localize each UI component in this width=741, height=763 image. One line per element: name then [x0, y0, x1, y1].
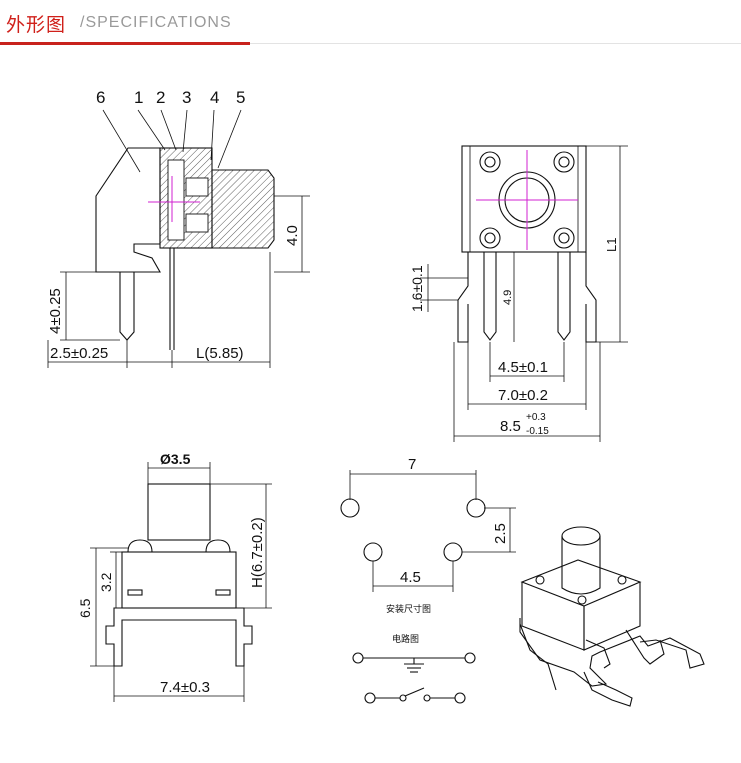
part-label-4: 4	[210, 88, 219, 107]
iso-nub-1	[535, 575, 545, 585]
front-dim-8-5-base: 8.5	[500, 418, 521, 435]
front-lead-rr	[585, 252, 597, 343]
circuit2-terminal-r	[454, 692, 466, 704]
side-view: 6 1 2 3 4 5 4.0 4	[47, 88, 310, 368]
front-dim-4-5: 4.5±0.1	[498, 359, 548, 376]
elev-plunger	[147, 483, 211, 541]
part-label-3: 3	[182, 88, 191, 107]
elev-dim-width: 7.4±0.3	[160, 679, 210, 696]
front-lead-ir	[557, 252, 571, 341]
front-lead-ll	[457, 252, 469, 343]
iso-nub-2	[617, 575, 627, 585]
iso-body-top	[520, 559, 642, 607]
iso-nub-3	[577, 595, 587, 605]
elev-body	[121, 551, 237, 609]
side-bracket	[95, 147, 161, 273]
circuit2-contact-r	[423, 694, 431, 702]
elev-bracket	[105, 607, 253, 667]
part-label-5: 5	[236, 88, 245, 107]
front-nub-tr-inner	[558, 156, 570, 168]
side-plunger-slot2	[185, 213, 209, 233]
side-body-inner	[167, 159, 185, 241]
fp-dim-7: 7	[408, 456, 416, 473]
iso-plunger	[561, 536, 601, 595]
front-lead-il	[483, 252, 497, 341]
elevation-view: Ø3.5 H(6.7±0.2) 3.2 6.5 7.4±0.3	[77, 451, 272, 702]
iso-plunger-top	[561, 526, 601, 546]
circuit-terminal-r	[464, 652, 476, 664]
leader-3	[182, 109, 188, 153]
front-nub-bl-inner	[484, 232, 496, 244]
front-nub-br	[553, 227, 575, 249]
header-title-en: /SPECIFICATIONS	[80, 14, 232, 31]
iso-body-right	[583, 582, 641, 651]
front-dim-8-5-lower: -0.15	[526, 426, 549, 437]
side-dim-height: 4.0	[284, 225, 301, 246]
leader-5	[217, 109, 242, 169]
side-dim-pin-offset: 2.5±0.25	[50, 345, 108, 362]
front-nub-tl-inner	[484, 156, 496, 168]
isometric-view	[519, 526, 705, 707]
fp-caption-circuit: 电路图	[392, 633, 419, 644]
leader-6	[102, 109, 141, 173]
elev-nub-right	[205, 539, 231, 553]
front-dim-7-0: 7.0±0.2	[498, 387, 548, 404]
leader-2	[160, 109, 177, 151]
front-dim-4-9: 4.9	[502, 290, 514, 305]
side-dim-L: L(5.85)	[196, 345, 244, 362]
front-nub-bl	[479, 227, 501, 249]
iso-lead-right	[625, 629, 665, 665]
fp-dim-2-5: 2.5	[492, 523, 509, 544]
front-view: L1 4.9 1.6±0.1 4.5±0.1 7.0±0.2 8.5 +0.3 …	[409, 145, 628, 442]
header-accent-bar	[0, 42, 250, 45]
circuit2-terminal-l	[364, 692, 376, 704]
circuit2-switch-arm	[404, 687, 425, 697]
header-title-cn: 外形图	[6, 14, 67, 36]
front-nub-tl	[479, 151, 501, 173]
elev-body-slot-r	[215, 589, 231, 596]
side-plunger-slot1	[185, 177, 209, 197]
circuit2-contact-l	[399, 694, 407, 702]
iso-body-left	[521, 582, 585, 651]
elev-dim-3-2: 3.2	[98, 572, 114, 592]
fp-dim-4-5: 4.5	[400, 569, 421, 586]
elev-nub-left	[127, 539, 153, 553]
page-header: 外形图 /SPECIFICATIONS	[0, 0, 741, 46]
side-dim-pin-length: 4±0.25	[47, 288, 64, 334]
part-label-6: 6	[96, 88, 105, 107]
fp-hole-tl	[340, 498, 360, 518]
front-nub-br-inner	[558, 232, 570, 244]
front-dim-1-6: 1.6±0.1	[409, 265, 425, 312]
part-label-2: 2	[156, 88, 165, 107]
part-label-1: 1	[134, 88, 143, 107]
fp-hole-bl	[363, 542, 383, 562]
front-dim-8-5-upper: +0.3	[526, 412, 546, 423]
header-divider	[0, 43, 741, 44]
elev-dim-diameter: Ø3.5	[160, 451, 191, 467]
side-lead-left	[119, 272, 135, 341]
elev-body-slot-l	[127, 589, 143, 596]
front-dim-L1: L1	[604, 238, 619, 252]
iso-lead-right2	[585, 639, 611, 669]
elev-dim-6-5: 6.5	[77, 598, 93, 618]
leader-1	[137, 109, 166, 151]
elev-dim-H: H(6.7±0.2)	[249, 517, 266, 588]
iso-lead-left	[519, 623, 557, 691]
footprint-view: 7 2.5 4.5 安装尺寸图 电路图	[340, 456, 516, 704]
fp-caption-mount: 安装尺寸图	[386, 603, 431, 614]
iso-lead-front	[583, 671, 633, 707]
front-body	[461, 145, 587, 253]
side-plunger	[211, 169, 275, 249]
fp-hole-br	[443, 542, 463, 562]
iso-bracket	[519, 618, 705, 687]
front-nub-tr	[553, 151, 575, 173]
circuit-terminal-l	[352, 652, 364, 664]
fp-hole-tr	[466, 498, 486, 518]
